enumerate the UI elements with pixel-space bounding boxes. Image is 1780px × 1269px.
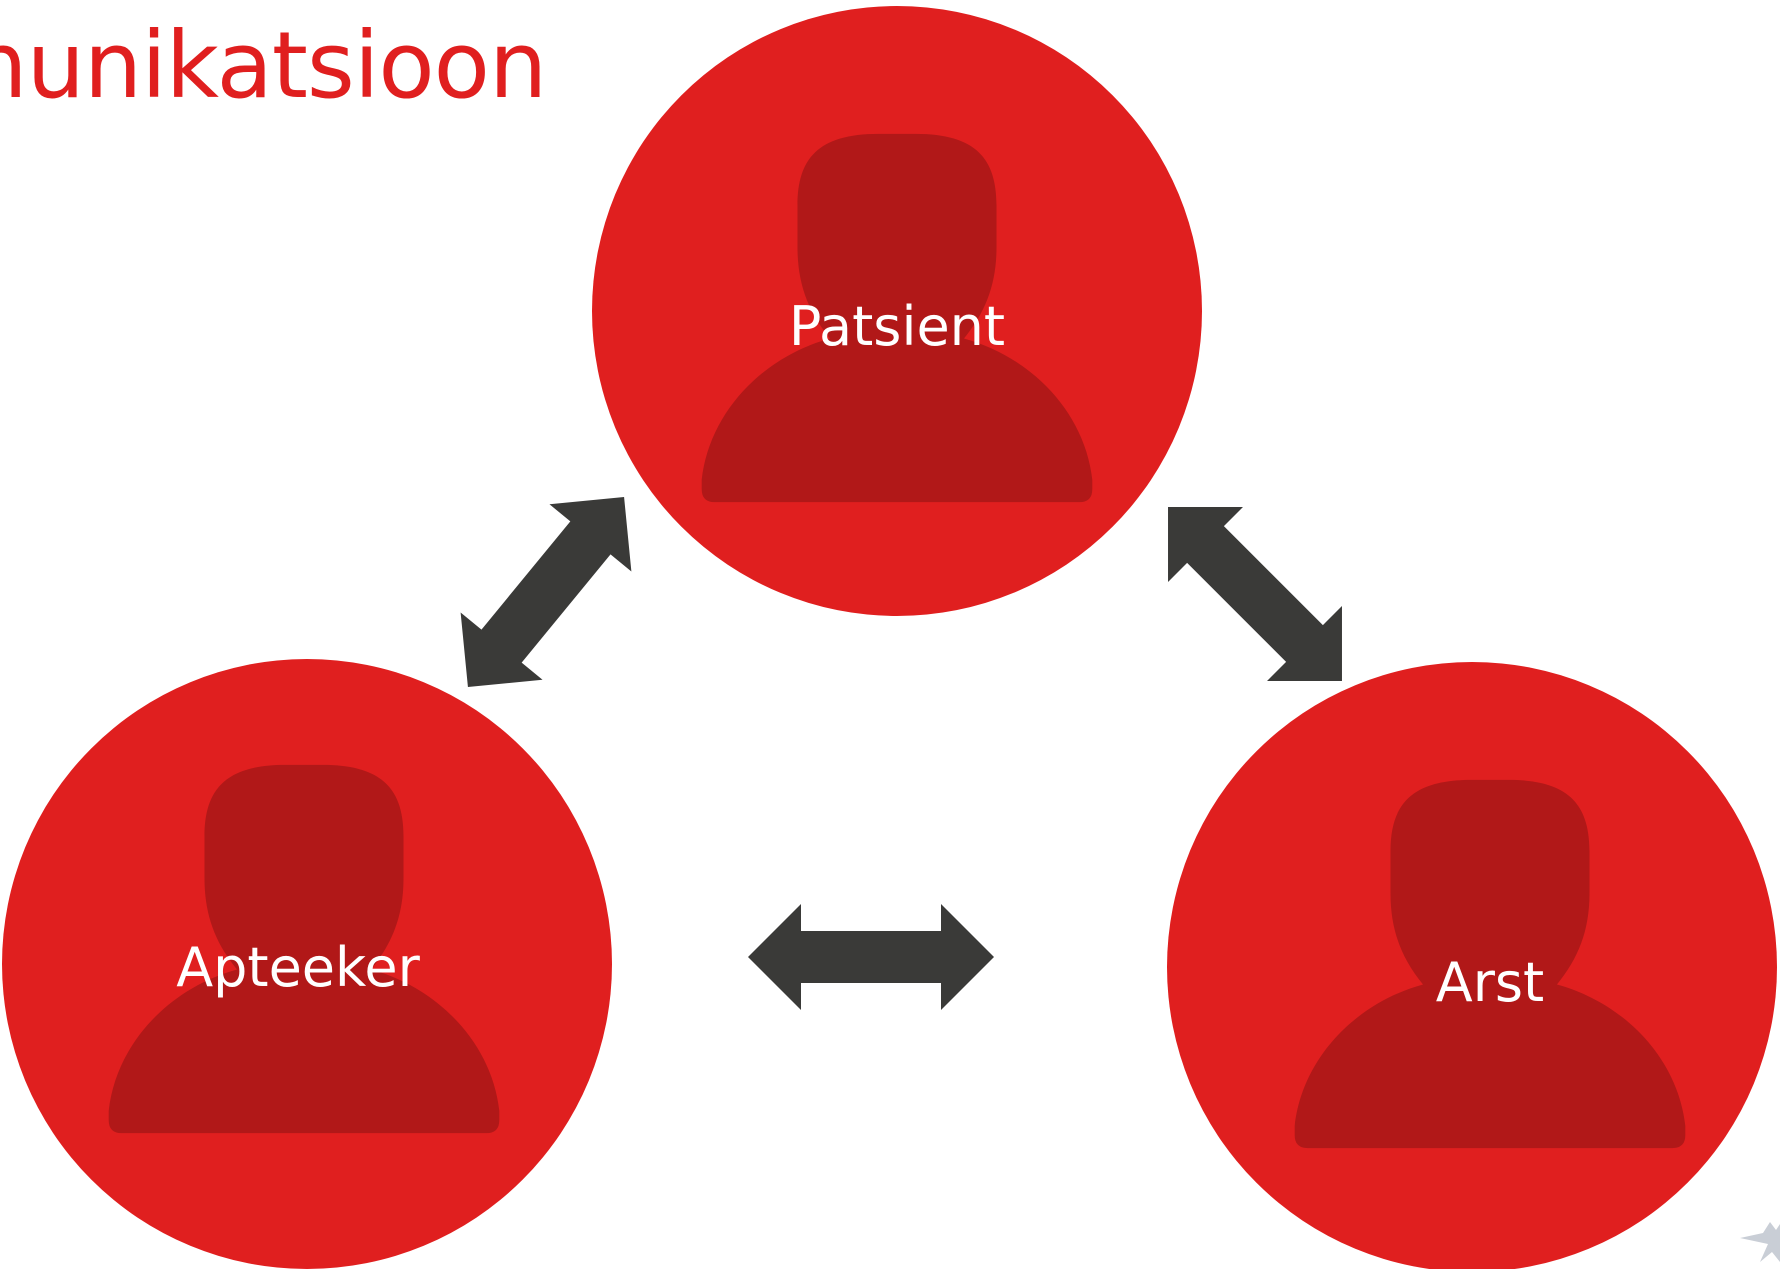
double-arrow-icon-apteeker-arst xyxy=(748,904,994,1010)
patsient-label: Patsient xyxy=(789,295,1005,358)
double-arrow-icon-patsient-arst xyxy=(1130,469,1380,719)
double-arrow-icon-apteeker-patsient xyxy=(426,463,666,721)
apteeker-label: Apteeker xyxy=(176,936,420,999)
node-patsient: Patsient xyxy=(592,6,1202,616)
node-arst: Arst xyxy=(1167,662,1777,1269)
arst-label: Arst xyxy=(1436,951,1544,1014)
star-logo-icon xyxy=(1740,1222,1780,1262)
node-apteeker: Apteeker xyxy=(2,659,612,1269)
slide-title: munikatsioon xyxy=(0,12,547,119)
